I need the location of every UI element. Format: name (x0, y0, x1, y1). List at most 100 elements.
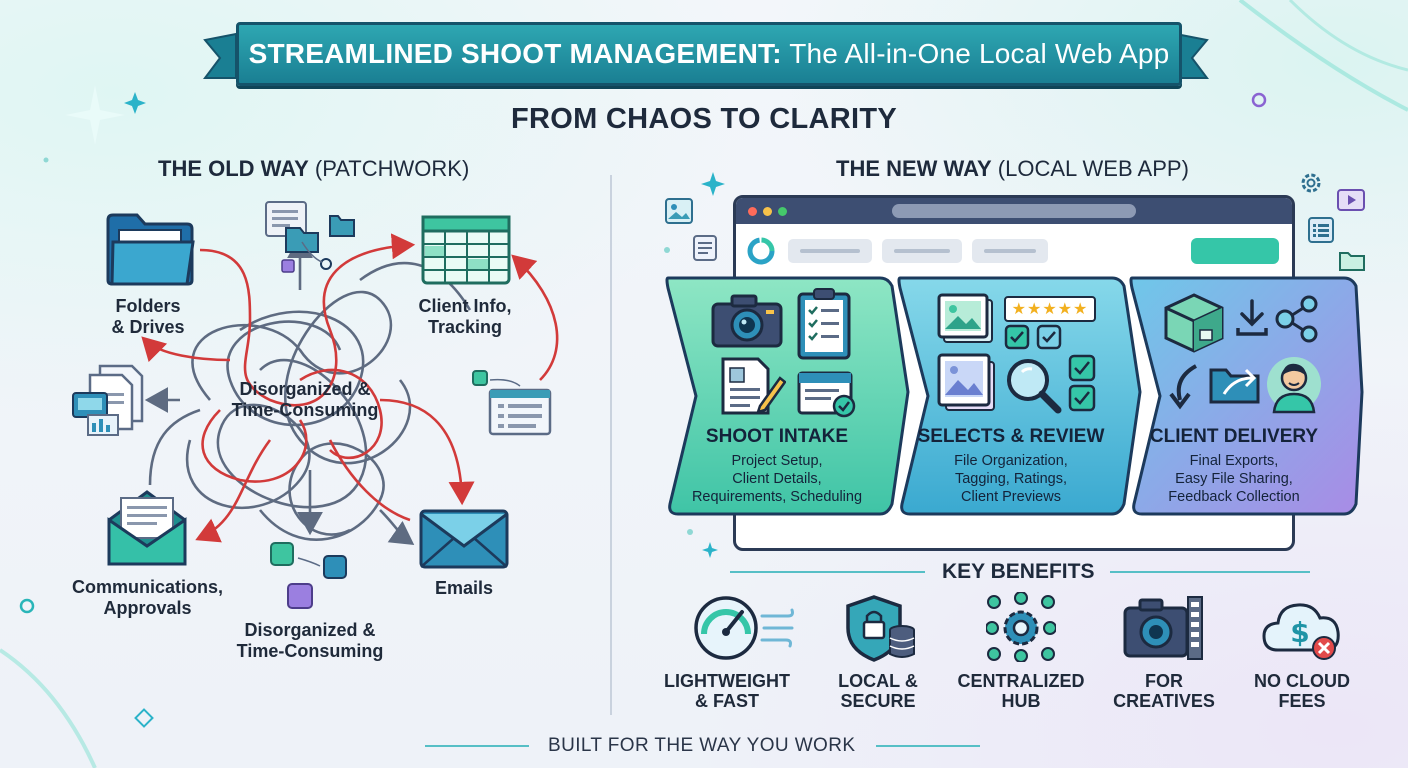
app-logo-icon (747, 237, 775, 265)
communications-label: Communications, Approvals (65, 577, 230, 619)
folders-label-line2: & Drives (111, 317, 185, 337)
minimize-dot[interactable] (763, 207, 772, 216)
primary-action-button[interactable] (1191, 238, 1279, 264)
browser-title-bar (736, 198, 1292, 224)
download-icon (1236, 299, 1268, 336)
step-desc-line: Requirements, Scheduling (691, 489, 863, 505)
footer-rule-right (876, 745, 980, 747)
cloud-dollar-icon: $ (1262, 603, 1340, 660)
maximize-dot[interactable] (778, 207, 787, 216)
new-way-heading-bold: THE NEW WAY (836, 156, 992, 181)
step-description: File Organization, Tagging, Ratings, Cli… (906, 452, 1116, 506)
key-benefits-rule-right (1110, 571, 1310, 573)
chaos-center-label-line1: Disorganized & (239, 379, 371, 399)
step-description: Project Setup, Client Details, Requireme… (672, 452, 882, 506)
documents-icon (72, 364, 144, 436)
step-description: Final Exports, Easy File Sharing, Feedba… (1134, 452, 1334, 506)
key-benefits-title: KEY BENEFITS (942, 560, 1095, 583)
benefit-no-cloud-fees: NO CLOUD FEES (1242, 671, 1362, 711)
section-divider (610, 175, 612, 715)
new-way-heading-rest: (LOCAL WEB APP) (991, 156, 1189, 181)
client-info-label: Client Info, Tracking (410, 296, 520, 338)
benefit-label-line: NO CLOUD (1254, 671, 1350, 691)
benefit-label-line: & FAST (694, 691, 759, 711)
close-dot[interactable] (748, 207, 757, 216)
clipboard-checklist-icon (797, 288, 851, 360)
title-banner: STREAMLINED SHOOT MANAGEMENT: The All-in… (236, 22, 1182, 86)
camera-film-icon (1123, 596, 1203, 660)
rating-bar: ★★★★★ (1004, 296, 1096, 322)
benefit-lightweight: LIGHTWEIGHT & FAST (658, 671, 796, 711)
open-envelope-icon (107, 490, 187, 566)
calendar-check-icon (797, 371, 856, 418)
hub-gear-icon (986, 592, 1056, 662)
chaos-center-label-line2: Time-Consuming (231, 400, 379, 420)
video-icon (1337, 189, 1365, 211)
svg-text:$: $ (1290, 616, 1309, 649)
step-desc-line: Tagging, Ratings, (954, 471, 1068, 487)
footer-tagline: BUILT FOR THE WAY YOU WORK (548, 735, 856, 756)
old-way-heading: THE OLD WAY (PATCHWORK) (158, 156, 469, 182)
benefit-label-line: LOCAL & (838, 671, 918, 691)
old-way-heading-rest: (PATCHWORK) (308, 156, 470, 181)
benefit-centralized-hub: CENTRALIZED HUB (948, 671, 1094, 711)
step-client-delivery: CLIENT DELIVERY Final Exports, Easy File… (1134, 426, 1334, 506)
step-desc-line: Feedback Collection (1168, 489, 1300, 505)
folders-label-line1: Folders (115, 296, 181, 316)
step-title: SELECTS & REVIEW (917, 426, 1105, 447)
client-info-label-line2: Tracking (427, 317, 503, 337)
step-desc-line: Project Setup, (731, 453, 823, 469)
benefit-for-creatives: FOR CREATIVES (1104, 671, 1224, 711)
share-icon (1275, 295, 1318, 343)
address-bar[interactable] (892, 204, 1136, 218)
list-window-icon (472, 370, 552, 436)
photo-rated-icon (937, 293, 993, 343)
step-desc-line: File Organization, (954, 453, 1068, 469)
nav-tab-2[interactable] (882, 239, 962, 263)
camera-icon (711, 294, 783, 348)
star-rating[interactable]: ★★★★★ (1011, 299, 1089, 318)
step-desc-line: Client Details, (732, 471, 822, 487)
step-title: CLIENT DELIVERY (1149, 426, 1319, 447)
spreadsheet-icon (421, 215, 511, 285)
folder-small-icon (1339, 252, 1365, 271)
folder-icon (106, 213, 195, 286)
old-way-heading-bold: THE OLD WAY (158, 156, 309, 181)
client-avatar (1267, 357, 1321, 414)
scattered-files-icon (265, 201, 355, 273)
page-subtitle: FROM CHAOS TO CLARITY (511, 103, 897, 135)
step-desc-line: Final Exports, (1189, 453, 1279, 469)
scattered-squares-icon (270, 542, 347, 609)
chaos-bottom-label-line1: Disorganized & (244, 620, 376, 640)
curved-arrow-icon (1169, 364, 1198, 410)
chaos-bottom-label-line2: Time-Consuming (236, 641, 384, 661)
nav-tab-3[interactable] (972, 239, 1048, 263)
banner-title-rest: The All-in-One Local Web App (781, 38, 1170, 69)
envelope-icon (419, 509, 509, 569)
nav-tab-1[interactable] (788, 239, 872, 263)
shield-lock-icon (846, 595, 915, 662)
chaos-center-label: Disorganized & Time-Consuming (230, 379, 380, 421)
footer-rule-left (425, 745, 529, 747)
communications-label-line1: Communications, (71, 577, 223, 597)
image-icon (665, 198, 693, 224)
speedometer-icon (694, 596, 794, 660)
step-title: SHOOT INTAKE (705, 426, 849, 447)
emails-label: Emails (434, 578, 494, 598)
step-desc-line: Easy File Sharing, (1175, 471, 1293, 487)
chaos-bottom-label: Disorganized & Time-Consuming (230, 620, 390, 662)
benefit-label-line: SECURE (840, 691, 916, 711)
benefit-label-line: CENTRALIZED (957, 671, 1085, 691)
document-icon (693, 235, 717, 261)
gear-icon (1301, 173, 1321, 193)
benefit-label-line: HUB (1001, 691, 1041, 711)
benefit-label-line: LIGHTWEIGHT (664, 671, 790, 691)
folders-drives-label: Folders & Drives (98, 296, 198, 338)
checkbox-pair-icon (1004, 324, 1062, 350)
step-desc-line: Client Previews (961, 489, 1061, 505)
benefit-local-secure: LOCAL & SECURE (818, 671, 938, 711)
checklist-checks-icon (1068, 354, 1096, 412)
document-edit-icon (721, 357, 786, 415)
list-icon (1308, 217, 1334, 243)
